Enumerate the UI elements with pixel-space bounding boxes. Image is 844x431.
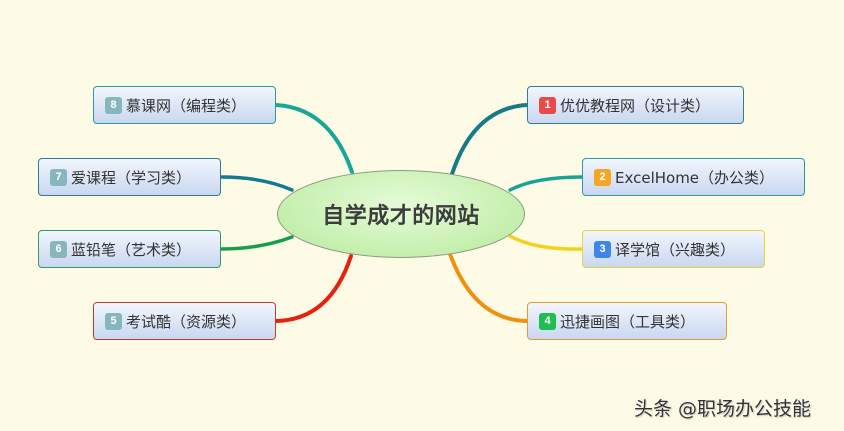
number-badge-icon: 4 (539, 312, 556, 330)
number-badge-icon: 6 (50, 240, 67, 258)
connector-2 (508, 175, 584, 192)
connector-1 (450, 103, 529, 176)
branch-label: ExcelHome（办公类） (615, 168, 775, 187)
branch-node-1[interactable]: 1 优优教程网（设计类） (527, 86, 744, 124)
number-badge-icon: 7 (50, 168, 67, 186)
branch-node-7[interactable]: 7 爱课程（学习类） (38, 158, 221, 196)
number-badge-icon: 2 (594, 168, 611, 186)
branch-node-3[interactable]: 3 译学馆（兴趣类） (582, 230, 765, 268)
connector-3 (508, 234, 584, 251)
branch-node-2[interactable]: 2 ExcelHome（办公类） (582, 158, 805, 196)
branch-node-6[interactable]: 6 蓝铅笔（艺术类） (38, 230, 221, 268)
connector-6 (219, 235, 294, 251)
branch-node-4[interactable]: 4 迅捷画图（工具类） (527, 302, 727, 340)
number-badge-icon: 5 (105, 312, 122, 330)
connector-5 (274, 254, 353, 323)
branch-label: 考试酷（资源类） (126, 312, 247, 331)
branch-node-8[interactable]: 8 慕课网（编程类） (93, 86, 276, 124)
branch-label: 爱课程（学习类） (71, 168, 192, 187)
central-topic[interactable]: 自学成才的网站 (277, 170, 525, 258)
connector-4 (448, 252, 529, 323)
branch-label: 迅捷画图（工具类） (560, 312, 696, 331)
branch-node-5[interactable]: 5 考试酷（资源类） (93, 302, 276, 340)
number-badge-icon: 1 (539, 96, 556, 114)
number-badge-icon: 8 (105, 96, 122, 114)
number-badge-icon: 3 (594, 240, 611, 258)
connector-7 (219, 175, 294, 192)
branch-label: 优优教程网（设计类） (560, 96, 711, 115)
central-topic-label: 自学成才的网站 (322, 204, 480, 229)
branch-label: 慕课网（编程类） (126, 96, 247, 115)
connector-8 (274, 103, 354, 174)
branch-label: 译学馆（兴趣类） (615, 240, 736, 259)
branch-label: 蓝铅笔（艺术类） (71, 240, 192, 259)
watermark: 头条 @职场办公技能 (634, 398, 812, 420)
